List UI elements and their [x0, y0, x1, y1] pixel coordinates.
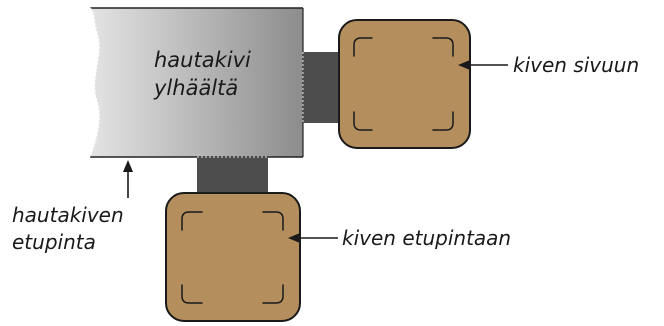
stone-top-label-line1: hautakivi [154, 48, 251, 72]
side-pad [338, 19, 471, 149]
stone-front-label: hautakiven etupinta [12, 203, 130, 254]
arrow-front-pad [288, 233, 338, 243]
front-pad [165, 192, 301, 322]
side-connector [303, 52, 343, 123]
stone-top-label: hautakivi ylhäältä [153, 48, 258, 100]
arrow-side-pad [458, 60, 508, 70]
front-pad-label: kiven etupintaan [342, 226, 511, 250]
front-connector [197, 157, 268, 197]
stone-top-label-line2: ylhäältä [153, 76, 238, 100]
arrow-stone-front [123, 160, 133, 198]
side-pad-label: kiven sivuun [513, 53, 639, 77]
stone-front-label-line1: hautakiven [12, 203, 124, 227]
gravestone-top-view [89, 7, 304, 158]
stone-front-label-line2: etupinta [12, 230, 96, 254]
